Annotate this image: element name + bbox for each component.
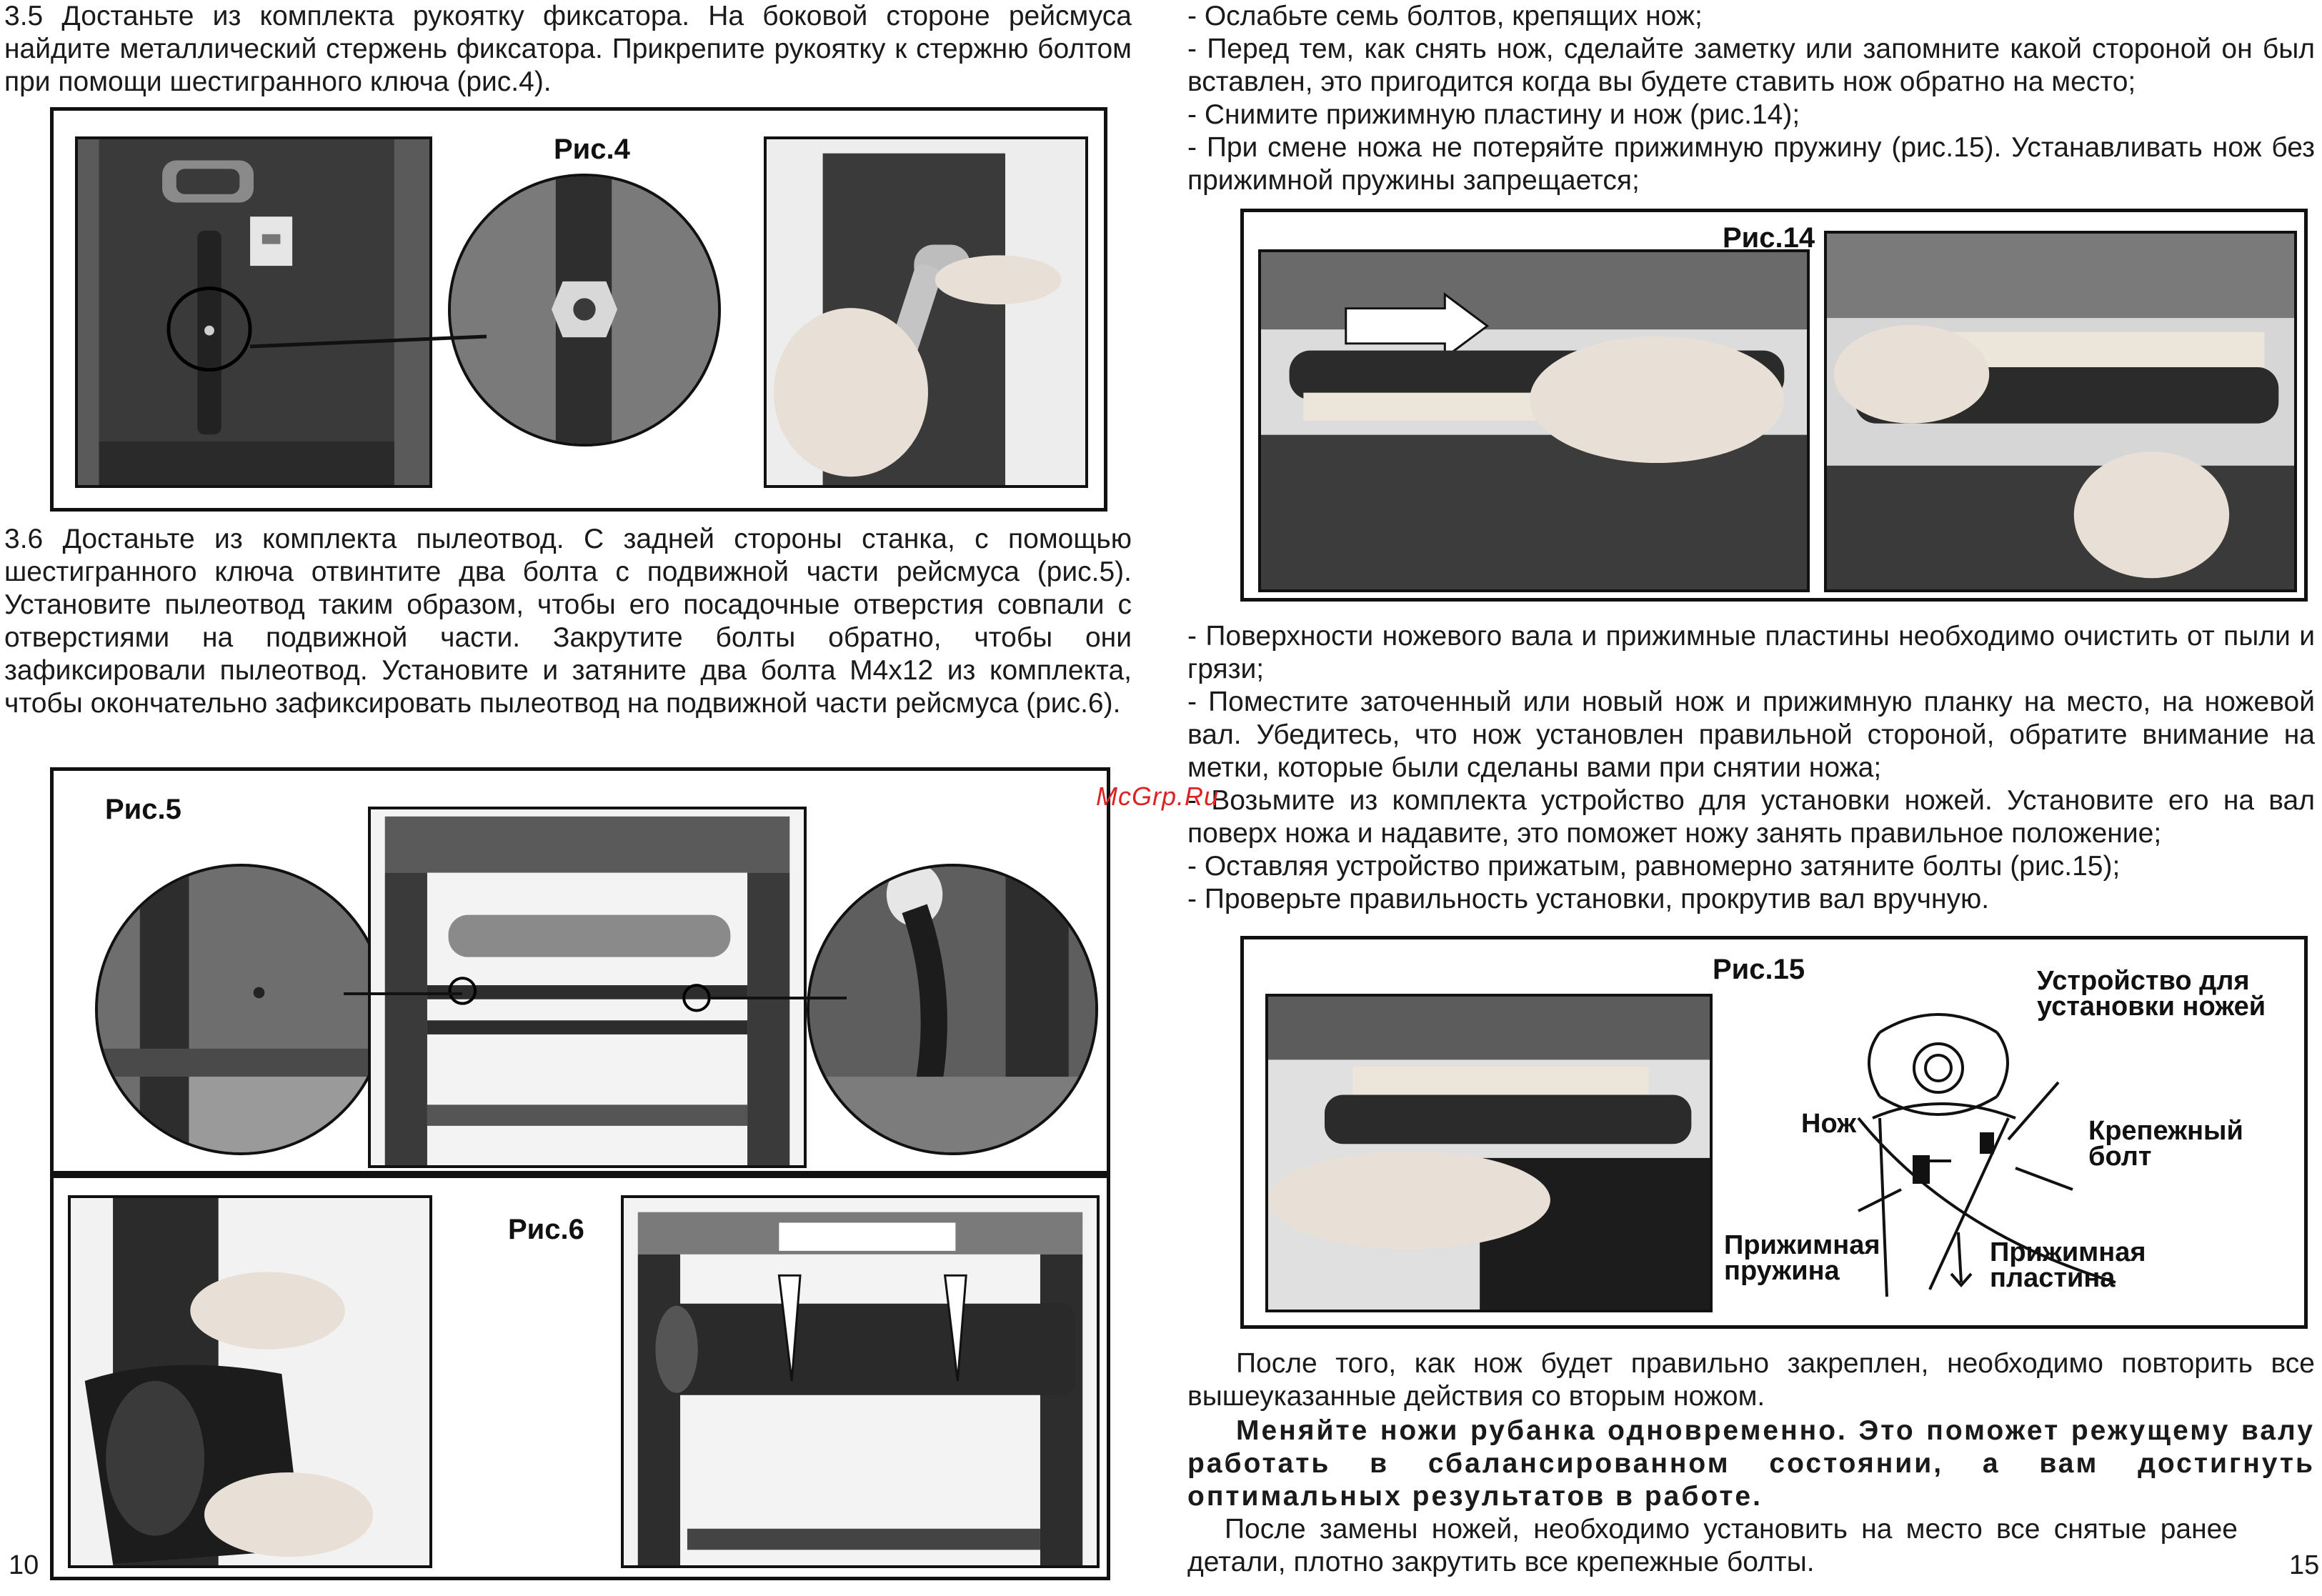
figure-4-zoom-circle (448, 174, 721, 447)
step-place-knife: - Поместите заточенный или новый нож и п… (1187, 687, 2315, 783)
step-remove-plate: - Снимите прижимную пластину и нож (рис.… (1187, 99, 1800, 130)
step-tighten-bolts: - Оставляя устройство прижатым, равномер… (1187, 851, 2121, 882)
figure-5-zoom-left (95, 864, 387, 1155)
page-number-right: 15 (2289, 1550, 2320, 1580)
step-check-rotation: - Проверьте правильность установки, прок… (1187, 884, 1990, 914)
section-3-5-text: 3.5 Достаньте из комплекта рукоятку фикс… (4, 1, 1132, 97)
callout-fixing-bolt: Крепежный болт (2088, 1116, 2243, 1172)
figure-14-photo-lift-plate (1824, 231, 2297, 592)
step-use-setting-device: - Возьмите из комплекта устройство для у… (1187, 785, 2315, 849)
figure-5-photo-planer-rear (368, 807, 807, 1168)
figure-5-frame: Рис.5 (50, 767, 1110, 1174)
figure-15-photo-install-knife (1265, 994, 1713, 1312)
figure-5-label: Рис.5 (105, 794, 181, 825)
step-keep-spring: - При смене ножа не потеряйте прижимную … (1187, 132, 2315, 196)
figure-6-photo-hands-dustport (68, 1195, 432, 1568)
figure-15-frame: Рис.15 (1240, 936, 2308, 1329)
step-make-note: - Перед тем, как снять нож, сделайте зам… (1187, 34, 2315, 97)
figure-4-photo-planer-side (75, 136, 432, 488)
figure-5-zoom-right (807, 864, 1098, 1155)
figure-14-label: Рис.14 (1723, 222, 1815, 254)
callout-pressure-spring: Прижимная пружина (1724, 1230, 1880, 1286)
closing-reassemble: После замены ножей, необходимо установит… (1187, 1514, 2238, 1577)
section-3-6-text: 3.6 Достаньте из комплекта пылеотвод. С … (4, 524, 1132, 719)
figure-15-label: Рис.15 (1713, 954, 1805, 985)
figure-14-photo-remove-knife (1258, 249, 1810, 592)
figure-4-photo-hand-handle (764, 136, 1088, 488)
figure-6-photo-cutter-shaft (621, 1195, 1100, 1568)
closing-repeat-second-knife: После того, как нож будет правильно закр… (1187, 1348, 2315, 1412)
callout-pressure-plate: Прижимная пластина (1990, 1237, 2146, 1293)
step-clean-surfaces: - Поверхности ножевого вала и прижимные … (1187, 621, 2315, 684)
step-loosen-bolts: - Ослабьте семь болтов, крепящих нож; (1187, 1, 1703, 31)
figure-14-frame: Рис.14 (1240, 209, 2308, 602)
figure-4-frame: Рис.4 (50, 107, 1107, 512)
right-page: - Ослабьте семь болтов, крепящих нож; - … (1183, 0, 2322, 1596)
callout-knife-setting-device: Устройство для установки ножей (2037, 966, 2266, 1022)
figure-6-frame: Рис.6 (50, 1174, 1110, 1580)
closing-replace-together-warning: Меняйте ножи рубанка одновременно. Это п… (1187, 1415, 2315, 1512)
left-page: 3.5 Достаньте из комплекта рукоятку фикс… (0, 0, 1143, 1596)
callout-knife: Нож (1801, 1109, 1857, 1139)
watermark-text: McGrp.Ru (1096, 782, 1220, 811)
figure-4-label: Рис.4 (554, 134, 630, 165)
figure-6-label: Рис.6 (508, 1214, 584, 1245)
page-number-left: 10 (9, 1550, 39, 1580)
